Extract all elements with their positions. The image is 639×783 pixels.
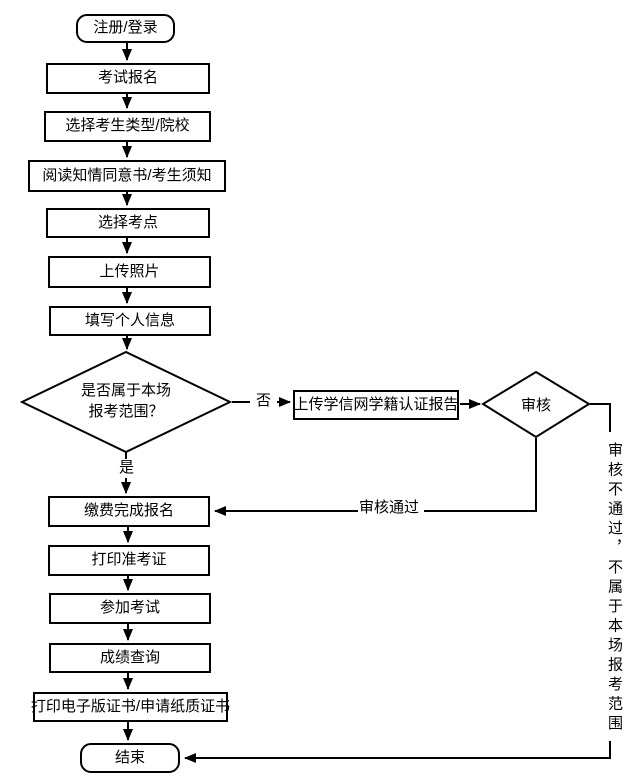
node-select-type: 选择考生类型/院校	[44, 111, 211, 142]
edge-label-review-passed: 审核通过	[358, 499, 420, 517]
decision-scope-label-line1: 是否属于本场	[80, 382, 171, 399]
decision-scope-label: 是否属于本场 报考范围？	[40, 380, 212, 422]
node-pay: 缴费完成报名	[48, 496, 210, 527]
node-exam-register: 考试报名	[46, 63, 210, 94]
node-upload-report: 上传学信网学籍认证报告	[293, 390, 459, 420]
node-start: 注册/登录	[76, 14, 175, 43]
edge-label-review-failed: 审核不通过，不属于本场报考范围	[603, 442, 625, 740]
line-review-passed	[424, 438, 537, 512]
arrow-failed-to-end	[184, 741, 611, 763]
node-read-notice: 阅读知情同意书/考生须知	[28, 160, 226, 192]
node-end: 结束	[80, 743, 180, 773]
line-review-failed-upper	[590, 403, 611, 432]
node-score-query: 成绩查询	[49, 643, 211, 673]
decision-review-diamond	[481, 370, 591, 439]
decision-scope-diamond	[19, 350, 233, 454]
node-select-site: 选择考点	[46, 208, 210, 238]
node-print-ticket: 打印准考证	[48, 545, 210, 576]
node-fill-info: 填写个人信息	[49, 306, 211, 336]
node-take-exam: 参加考试	[49, 593, 211, 624]
decision-scope-label-line2: 报考范围？	[88, 403, 164, 420]
edge-label-no: 否	[250, 392, 277, 410]
edge-label-yes: 是	[113, 459, 140, 477]
node-upload-photo: 上传照片	[48, 256, 211, 288]
decision-review-label: 审核	[520, 397, 551, 414]
node-print-cert: 打印电子版证书/申请纸质证书	[31, 692, 230, 722]
